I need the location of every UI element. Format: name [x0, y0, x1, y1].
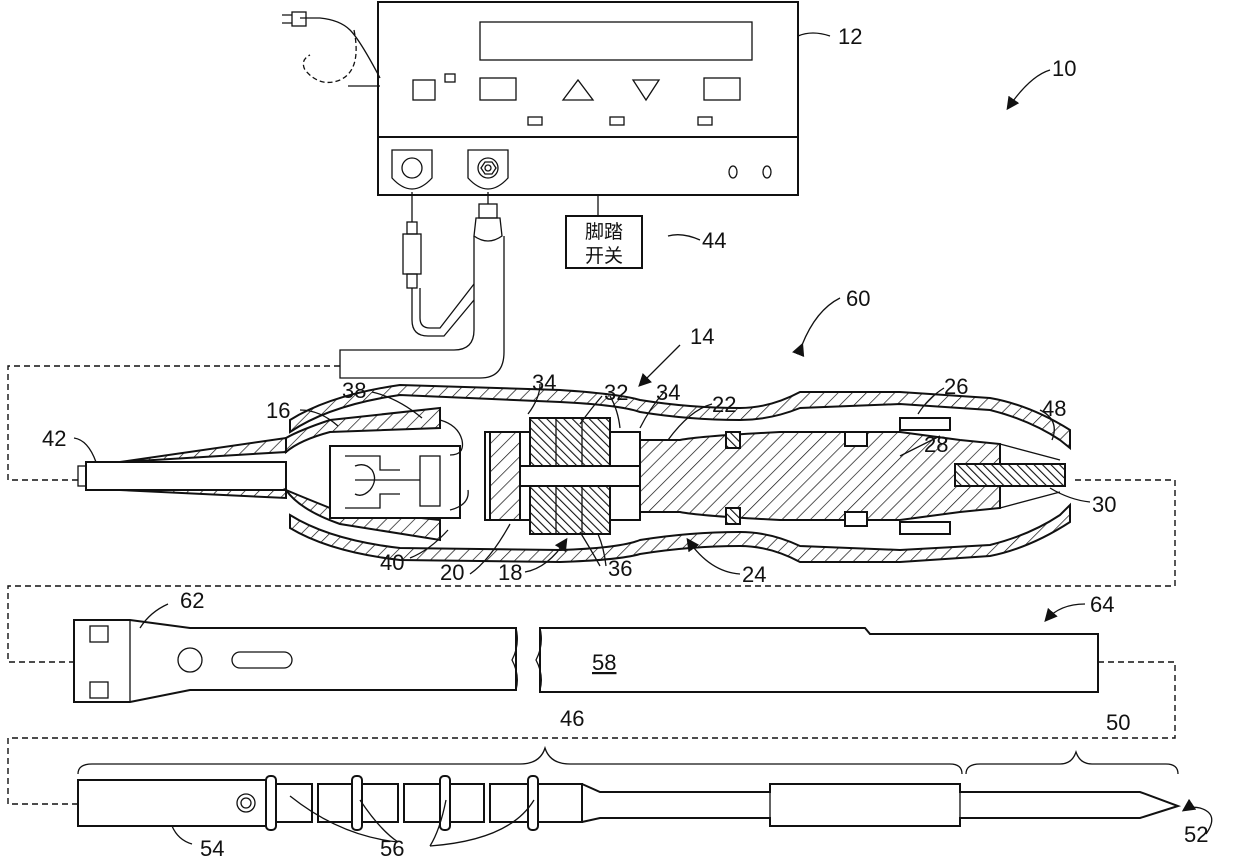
sheath-slot	[232, 652, 292, 668]
label-crystals: 32	[604, 380, 628, 405]
label-handpiece: 14	[690, 324, 714, 349]
brace-blade	[966, 752, 1178, 774]
blade-assembly	[78, 748, 1178, 830]
sheath-left	[74, 620, 516, 702]
label-sheath: 58	[592, 650, 616, 675]
socket-1	[392, 150, 432, 189]
led-3	[698, 117, 712, 125]
label-generator: 12	[838, 24, 862, 49]
ring-1	[266, 776, 276, 830]
piezo-stack-lower	[530, 486, 610, 534]
label-electrode-left: 34	[532, 370, 556, 395]
label-electrode-right: 34	[656, 380, 680, 405]
label-connector: 40	[380, 550, 404, 575]
label-cable-end: 42	[42, 426, 66, 451]
cable-tube	[86, 462, 286, 490]
display-window	[480, 22, 752, 60]
label-stud: 30	[1092, 492, 1116, 517]
label-cap: 26	[944, 374, 968, 399]
piezo-stack-upper	[530, 418, 610, 466]
label-sheath-ref: 64	[1090, 592, 1114, 617]
footswitch-label-line1: 脚踏	[585, 221, 623, 243]
sheath-right	[540, 628, 1098, 692]
label-adapter: 54	[200, 836, 224, 860]
footswitch-box: 脚踏 开关	[566, 216, 642, 268]
label-seal: 38	[342, 378, 366, 403]
label-assembly: 60	[846, 286, 870, 311]
label-motion: 52	[1184, 822, 1208, 847]
socket-2	[468, 150, 508, 189]
screw-1	[729, 166, 737, 178]
power-switch	[413, 80, 435, 100]
label-insulator: 36	[608, 556, 632, 581]
label-system: 10	[1052, 56, 1076, 81]
label-ring: 20	[440, 560, 464, 585]
label-shaft: 46	[560, 706, 584, 731]
up-arrow-icon	[563, 80, 593, 100]
led-1	[528, 117, 542, 125]
label-stack: 28	[924, 432, 948, 457]
sheath	[74, 620, 1098, 702]
label-blade: 50	[1106, 710, 1130, 735]
brace-shaft	[78, 748, 962, 774]
stud	[955, 464, 1065, 486]
cables	[340, 192, 504, 378]
label-footswitch: 44	[702, 228, 726, 253]
mode-button	[480, 78, 516, 100]
indicator-led	[445, 74, 455, 82]
handpiece	[78, 385, 1070, 562]
label-horn: 22	[712, 392, 736, 417]
label-nose: 16	[266, 398, 290, 423]
label-housing: 24	[742, 562, 766, 587]
label-sheath-end: 62	[180, 588, 204, 613]
screw-2	[763, 166, 771, 178]
down-arrow-icon	[633, 80, 659, 100]
label-spring: 18	[498, 560, 522, 585]
ring-2	[352, 776, 362, 830]
ring-4	[528, 776, 538, 830]
generator-unit	[282, 2, 798, 216]
footswitch-label-line2: 开关	[585, 245, 623, 267]
label-rings: 56	[380, 836, 404, 860]
led-2	[610, 117, 624, 125]
plug-icon	[292, 12, 306, 26]
select-button	[704, 78, 740, 100]
label-tip-end: 48	[1042, 396, 1066, 421]
